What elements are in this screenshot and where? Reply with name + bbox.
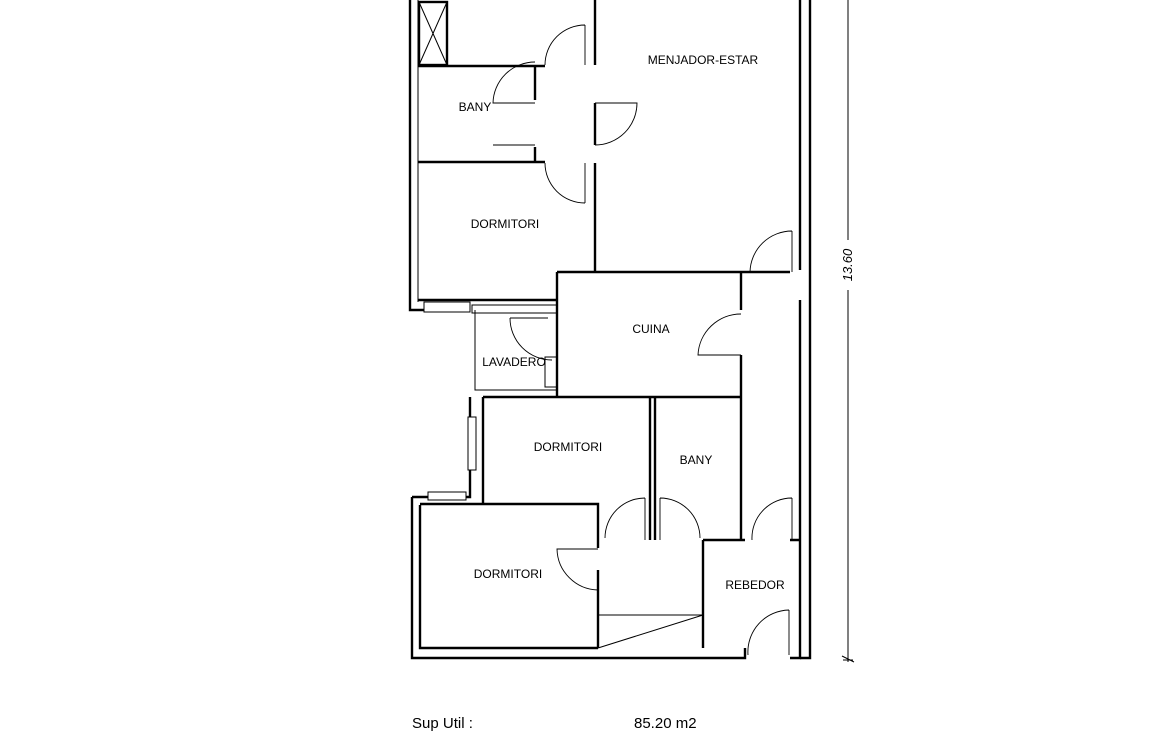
room-label-bany: BANY bbox=[459, 100, 492, 114]
dimension-label: 13.60 bbox=[840, 248, 855, 281]
room-label-cuina: CUINA bbox=[632, 322, 669, 336]
room-label-dormitori: DORMITORI bbox=[474, 567, 542, 581]
summary-value: 85.20 m2 bbox=[634, 715, 697, 732]
doors bbox=[492, 24, 793, 656]
room-label-menjador-estar: MENJADOR-ESTAR bbox=[648, 53, 759, 67]
room-label-rebedor: REBEDOR bbox=[725, 578, 785, 592]
outer-walls bbox=[408, 0, 812, 660]
room-label-lavadero: LAVADERO bbox=[482, 355, 546, 369]
summary-label: Sup Util : bbox=[412, 715, 473, 732]
room-label-bany: BANY bbox=[680, 453, 713, 467]
dimension-line: 13.60 bbox=[840, 0, 855, 663]
interior-walls bbox=[418, 0, 800, 649]
room-label-dormitori: DORMITORI bbox=[471, 217, 539, 231]
windows bbox=[423, 301, 558, 501]
closet bbox=[417, 0, 449, 67]
room-label-dormitori: DORMITORI bbox=[534, 440, 602, 454]
